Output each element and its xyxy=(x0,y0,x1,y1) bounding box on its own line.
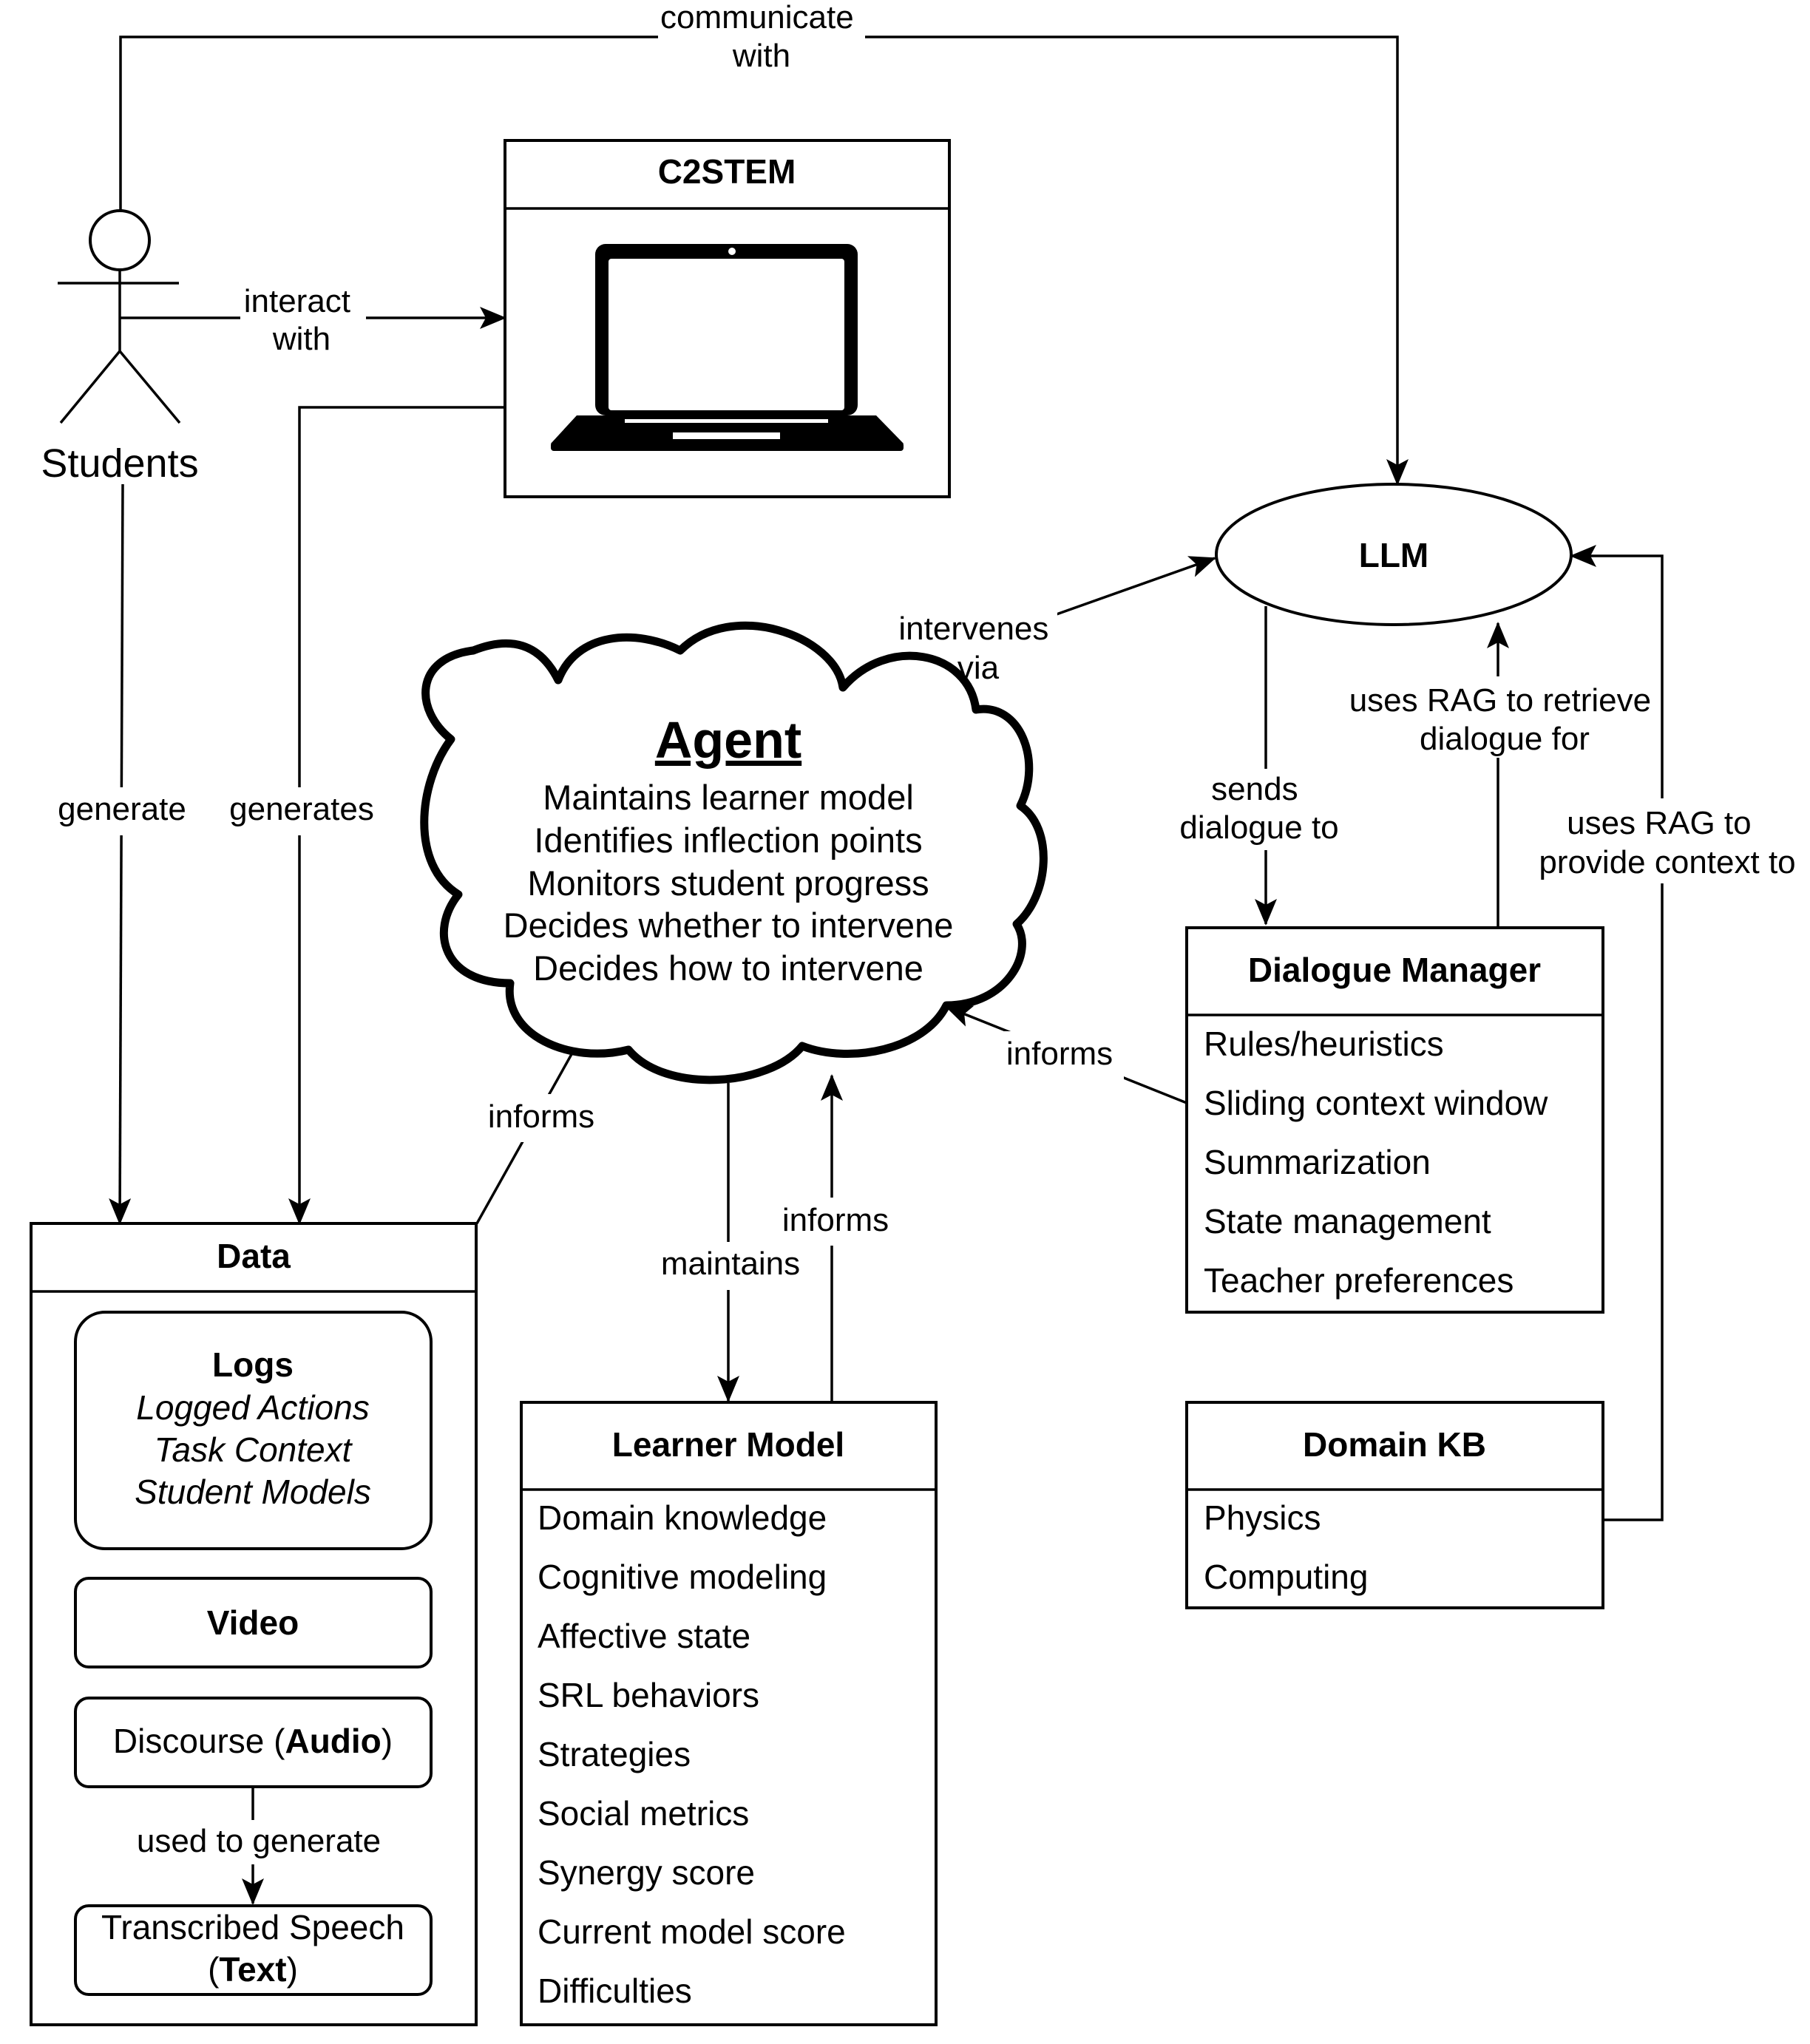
edge-label-bg xyxy=(222,787,381,835)
c2stem-box: C2STEM xyxy=(504,139,951,498)
domain-kb-title: Domain KB xyxy=(1303,1425,1486,1464)
agent-cloud: Agent Maintains learner model Identifies… xyxy=(420,621,1048,1084)
edge-label-generate: generate xyxy=(58,791,186,827)
transcribed-line-1: Transcribed Speech xyxy=(101,1908,404,1946)
edge-label-informs-dm: informs xyxy=(1006,1036,1113,1072)
dm-item: Summarization xyxy=(1204,1143,1431,1181)
dm-item: Sliding context window xyxy=(1204,1084,1548,1122)
lm-item: Domain knowledge xyxy=(538,1498,827,1537)
edge-label-bg xyxy=(52,787,192,835)
lm-item: Synergy score xyxy=(538,1853,755,1892)
actor-head-icon xyxy=(89,209,151,271)
edge-label-informs-data: informs xyxy=(488,1099,594,1135)
kb-item: Physics xyxy=(1204,1498,1321,1537)
edge-label-interact-with: interact with xyxy=(244,283,360,357)
edge-label-bg xyxy=(481,1094,606,1142)
agent-duty-4: Decides whether to intervene xyxy=(504,906,954,945)
kb-item: Computing xyxy=(1204,1558,1368,1596)
dm-item: Teacher preferences xyxy=(1204,1261,1514,1300)
data-title: Data xyxy=(217,1237,291,1275)
edge-label-bg xyxy=(1176,769,1353,850)
dialogue-manager-box: Dialogue Manager Rules/heuristics Slidin… xyxy=(1185,926,1604,1314)
edge-label-bg xyxy=(651,1242,810,1290)
agent-duty-3: Monitors student progress xyxy=(527,863,929,903)
dm-item: State management xyxy=(1204,1202,1491,1240)
edge-label-rag-retrieve: uses RAG to retrieve dialogue for xyxy=(1349,682,1661,757)
lm-item: SRL behaviors xyxy=(538,1676,759,1714)
edge-generates xyxy=(288,406,505,1225)
logs-item: Logged Actions xyxy=(136,1388,369,1427)
domain-kb-box: Domain KB Physics Computing xyxy=(1185,1401,1604,1609)
lm-item: Affective state xyxy=(538,1617,750,1655)
c2stem-title: C2STEM xyxy=(658,152,796,191)
logs-title: Logs xyxy=(212,1345,294,1384)
edge-label-bg xyxy=(1349,676,1653,758)
edge-rag-provide xyxy=(1570,545,1664,1521)
edge-generate xyxy=(109,483,132,1225)
discourse-label: Discourse (Audio) xyxy=(113,1722,393,1760)
learner-model-title: Learner Model xyxy=(612,1425,844,1464)
logs-item: Task Context xyxy=(155,1430,353,1469)
laptop-icon xyxy=(551,244,904,451)
agent-title: Agent xyxy=(655,711,801,769)
edge-label-intervenes-via: intervenes via xyxy=(898,611,1057,686)
data-box: Data Logs Logged Actions Task Context St… xyxy=(30,1222,478,2026)
lm-item: Difficulties xyxy=(538,1972,692,2010)
agent-duty-2: Identifies inflection points xyxy=(534,821,922,860)
edge-label-generates: generates xyxy=(229,791,374,827)
lm-item: Strategies xyxy=(538,1735,691,1773)
students-label: Students xyxy=(41,441,198,486)
llm-label: LLM xyxy=(1359,536,1429,574)
logs-item: Student Models xyxy=(135,1473,371,1511)
students-actor xyxy=(58,209,181,424)
agent-duty-1: Maintains learner model xyxy=(543,778,914,817)
logs-box: Logs Logged Actions Task Context Student… xyxy=(74,1311,433,1550)
edge-label-bg xyxy=(769,1198,902,1246)
edge-label-bg xyxy=(1531,798,1804,883)
edge-label-rag-provide: uses RAG to provide context to xyxy=(1539,805,1795,880)
discourse-box: Discourse (Audio) xyxy=(74,1697,433,1788)
video-title: Video xyxy=(207,1603,299,1642)
edge-label-maintains: maintains xyxy=(661,1246,800,1282)
dm-item: Rules/heuristics xyxy=(1204,1025,1444,1063)
edge-label-used-to-generate: used to generate xyxy=(137,1823,381,1859)
learner-model-box: Learner Model Domain knowledge Cognitive… xyxy=(520,1401,938,2026)
edge-label-sends-dialogue: sends dialogue to xyxy=(1179,771,1338,846)
edge-label-bg xyxy=(133,1820,377,1864)
edge-label-communicate-with: communicate with xyxy=(660,0,863,74)
transcribed-line-2: (Text) xyxy=(208,1950,298,1989)
edge-label-bg xyxy=(658,1,865,79)
video-box: Video xyxy=(74,1577,433,1668)
edge-label-bg xyxy=(240,281,366,359)
transcribed-box: Transcribed Speech (Text) xyxy=(74,1904,433,1996)
edge-label-informs-lm: informs xyxy=(782,1202,889,1238)
edge-label-bg xyxy=(998,1031,1124,1079)
lm-item: Social metrics xyxy=(538,1794,749,1833)
agent-duty-5: Decides how to intervene xyxy=(533,948,923,988)
llm-node: LLM xyxy=(1215,483,1573,626)
dialogue-manager-title: Dialogue Manager xyxy=(1248,951,1541,989)
lm-item: Current model score xyxy=(538,1912,846,1951)
lm-item: Cognitive modeling xyxy=(538,1558,827,1596)
